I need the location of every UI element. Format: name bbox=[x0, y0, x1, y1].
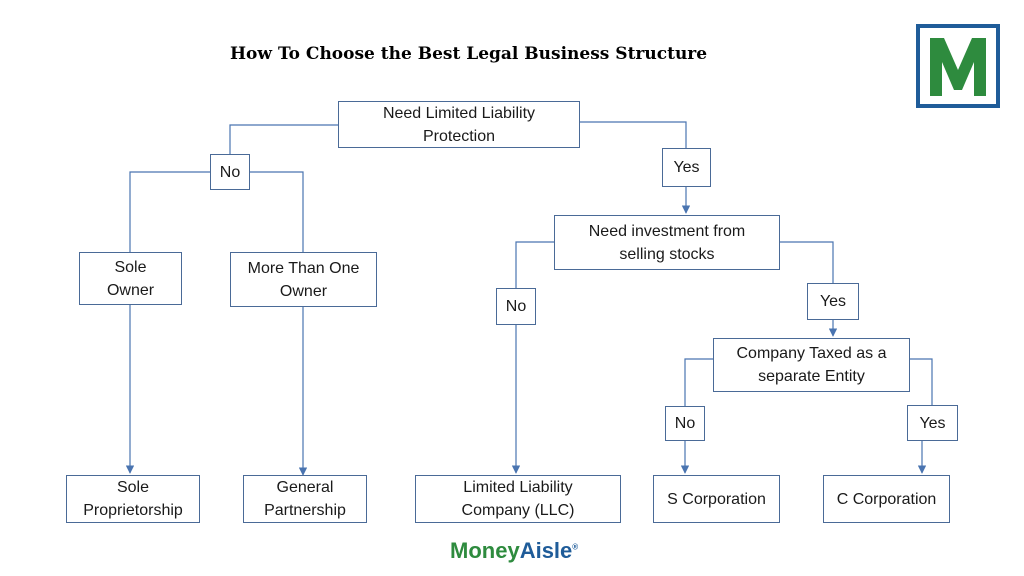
connector-investment-no bbox=[515, 241, 554, 288]
node-no-liability: No bbox=[210, 154, 250, 190]
node-no-taxed: No bbox=[665, 406, 705, 441]
node-yes-liability: Yes bbox=[662, 148, 711, 187]
logo-m-icon bbox=[916, 24, 1000, 108]
page-title: How To Choose the Best Legal Business St… bbox=[230, 44, 708, 64]
connector-taxed-yes bbox=[910, 358, 933, 405]
connector-root-no bbox=[229, 124, 338, 154]
node-no-investment: No bbox=[496, 288, 536, 325]
connector-investment-yes bbox=[780, 241, 834, 283]
node-s-corporation: S Corporation bbox=[653, 475, 780, 523]
node-yes-taxed: Yes bbox=[907, 405, 958, 441]
connector-no-sole bbox=[129, 171, 210, 252]
node-yes-investment: Yes bbox=[807, 283, 859, 320]
node-c-corporation: C Corporation bbox=[823, 475, 950, 523]
connector-no-more bbox=[250, 171, 304, 252]
connector-taxed-no bbox=[684, 358, 713, 406]
brand-logo: MoneyAisle® bbox=[450, 538, 579, 563]
connector-root-yes bbox=[580, 121, 687, 148]
